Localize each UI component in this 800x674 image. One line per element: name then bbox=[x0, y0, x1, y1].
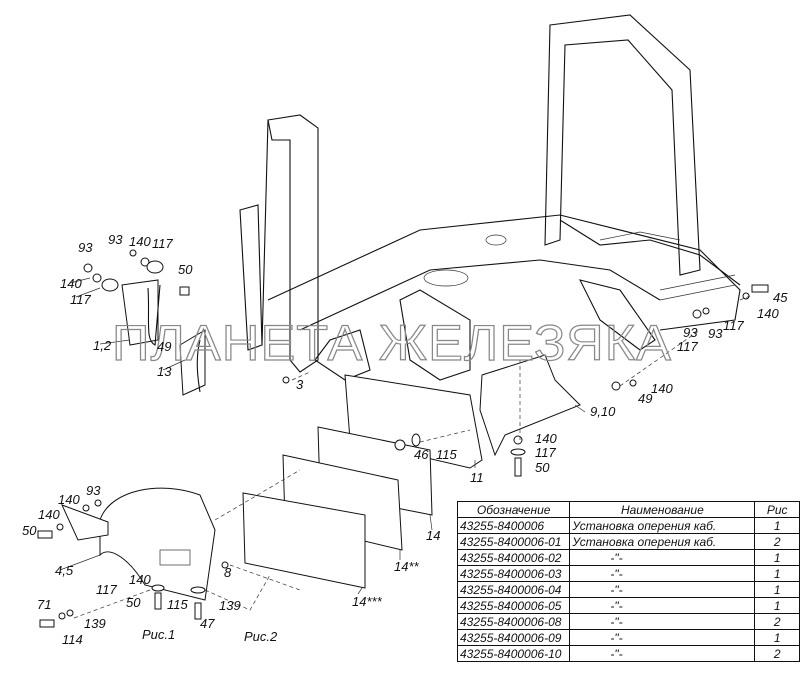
callout: 140 bbox=[757, 306, 779, 321]
cell-designation: 43255-8400006-01 bbox=[456, 533, 571, 550]
callout: 50 bbox=[22, 523, 37, 538]
cell-designation: 43255-8400006-10 bbox=[456, 645, 571, 662]
header-name: Наименование bbox=[569, 501, 756, 518]
figure-2-label: Рис.2 bbox=[244, 629, 278, 644]
header-figure: Рис bbox=[754, 501, 800, 518]
fender-panel-9-10 bbox=[479, 354, 581, 457]
callout: 140 bbox=[38, 507, 60, 522]
cell-name: Установка оперения каб. bbox=[569, 533, 756, 550]
cell-name: Установка оперения каб. bbox=[569, 517, 756, 534]
callout: 115 bbox=[167, 597, 188, 612]
cell-figure: 2 bbox=[754, 645, 800, 662]
cell-figure: 1 bbox=[754, 517, 800, 534]
callout: 140 bbox=[58, 492, 80, 507]
cell-name: -"- bbox=[569, 613, 756, 630]
callout: 117 bbox=[723, 318, 744, 333]
callout: 139 bbox=[84, 616, 106, 631]
callout: 114 bbox=[62, 632, 83, 647]
cell-figure: 1 bbox=[754, 597, 800, 614]
callout: 139 bbox=[219, 598, 241, 613]
callout: 14 bbox=[426, 528, 440, 543]
table-row: 43255-8400006-09-"-1 bbox=[456, 629, 800, 646]
callout: 4,5 bbox=[55, 563, 74, 578]
figure-1-label: Рис.1 bbox=[142, 627, 175, 642]
callout: 93 bbox=[108, 232, 123, 247]
callout: 9,10 bbox=[590, 404, 616, 419]
callout: 47 bbox=[200, 616, 215, 631]
cell-figure: 1 bbox=[754, 629, 800, 646]
table-row: 43255-8400006-04-"-1 bbox=[456, 581, 800, 598]
callout: 117 bbox=[70, 292, 91, 307]
fender-bracket bbox=[61, 504, 109, 541]
fasteners bbox=[37, 249, 769, 628]
cell-designation: 43255-8400006-08 bbox=[456, 613, 571, 630]
header-designation: Обозначение bbox=[456, 501, 571, 518]
callout: 93 bbox=[86, 483, 101, 498]
cell-figure: 1 bbox=[754, 565, 800, 582]
callout: 14*** bbox=[352, 594, 383, 609]
cell-name: -"- bbox=[569, 645, 756, 662]
callout-labels: 93 93 140 117 50 140 117 1,2 49 13 3 46 … bbox=[22, 232, 788, 647]
cell-designation: 43255-8400006-04 bbox=[456, 581, 571, 598]
front-fender-4-5 bbox=[99, 487, 216, 601]
callout: 11 bbox=[470, 470, 484, 485]
cell-designation: 43255-8400006-09 bbox=[456, 629, 571, 646]
callout: 117 bbox=[535, 445, 556, 460]
callout: 50 bbox=[126, 595, 141, 610]
callout: 1,2 bbox=[93, 338, 112, 353]
callout: 140 bbox=[129, 234, 151, 249]
table-row: 43255-8400006-03-"-1 bbox=[456, 565, 800, 582]
table-row: 43255-8400006-10-"-2 bbox=[456, 645, 800, 662]
cell-figure: 1 bbox=[754, 549, 800, 566]
callout: 140 bbox=[535, 431, 557, 446]
callout: 117 bbox=[96, 582, 117, 597]
callout: 115 bbox=[436, 447, 457, 462]
callout: 93 bbox=[683, 325, 698, 340]
cell-designation: 43255-8400006 bbox=[456, 517, 571, 534]
callout: 117 bbox=[677, 339, 698, 354]
callout: 8 bbox=[224, 565, 232, 580]
cell-name: -"- bbox=[569, 565, 756, 582]
callout: 117 bbox=[152, 236, 173, 251]
callout: 46 bbox=[414, 447, 429, 462]
cab-frame bbox=[239, 14, 741, 381]
cell-designation: 43255-8400006-02 bbox=[456, 549, 571, 566]
callout: 93 bbox=[708, 326, 723, 341]
panel-14-triple-star bbox=[242, 492, 366, 589]
cell-figure: 1 bbox=[754, 581, 800, 598]
callout: 14** bbox=[394, 559, 420, 574]
callout: 93 bbox=[78, 240, 93, 255]
cell-name: -"- bbox=[569, 629, 756, 646]
cell-designation: 43255-8400006-03 bbox=[456, 565, 571, 582]
table-row: 43255-8400006-08-"-2 bbox=[456, 613, 800, 630]
callout: 13 bbox=[157, 364, 172, 379]
cell-name: -"- bbox=[569, 581, 756, 598]
cell-name: -"- bbox=[569, 549, 756, 566]
callout: 49 bbox=[157, 339, 171, 354]
table-header: Обозначение Наименование Рис bbox=[456, 501, 800, 518]
callout: 3 bbox=[296, 377, 304, 392]
callout: 50 bbox=[535, 460, 550, 475]
callout: 49 bbox=[638, 391, 652, 406]
cell-figure: 2 bbox=[754, 613, 800, 630]
table-row: 43255-8400006-02-"-1 bbox=[456, 549, 800, 566]
table-row: 43255-8400006-05-"-1 bbox=[456, 597, 800, 614]
leader-lines bbox=[59, 277, 751, 619]
callout: 71 bbox=[37, 597, 51, 612]
cell-designation: 43255-8400006-05 bbox=[456, 597, 571, 614]
callout: 140 bbox=[651, 381, 673, 396]
cell-figure: 2 bbox=[754, 533, 800, 550]
watermark: ПЛАНЕТА ЖЕЛЕЗЯКА bbox=[112, 315, 672, 371]
callout: 140 bbox=[129, 572, 151, 587]
parts-table: Обозначение Наименование Рис 43255-84000… bbox=[456, 501, 800, 662]
callout: 50 bbox=[178, 262, 193, 277]
callout: 140 bbox=[60, 276, 82, 291]
callout: 45 bbox=[773, 290, 788, 305]
cell-name: -"- bbox=[569, 597, 756, 614]
